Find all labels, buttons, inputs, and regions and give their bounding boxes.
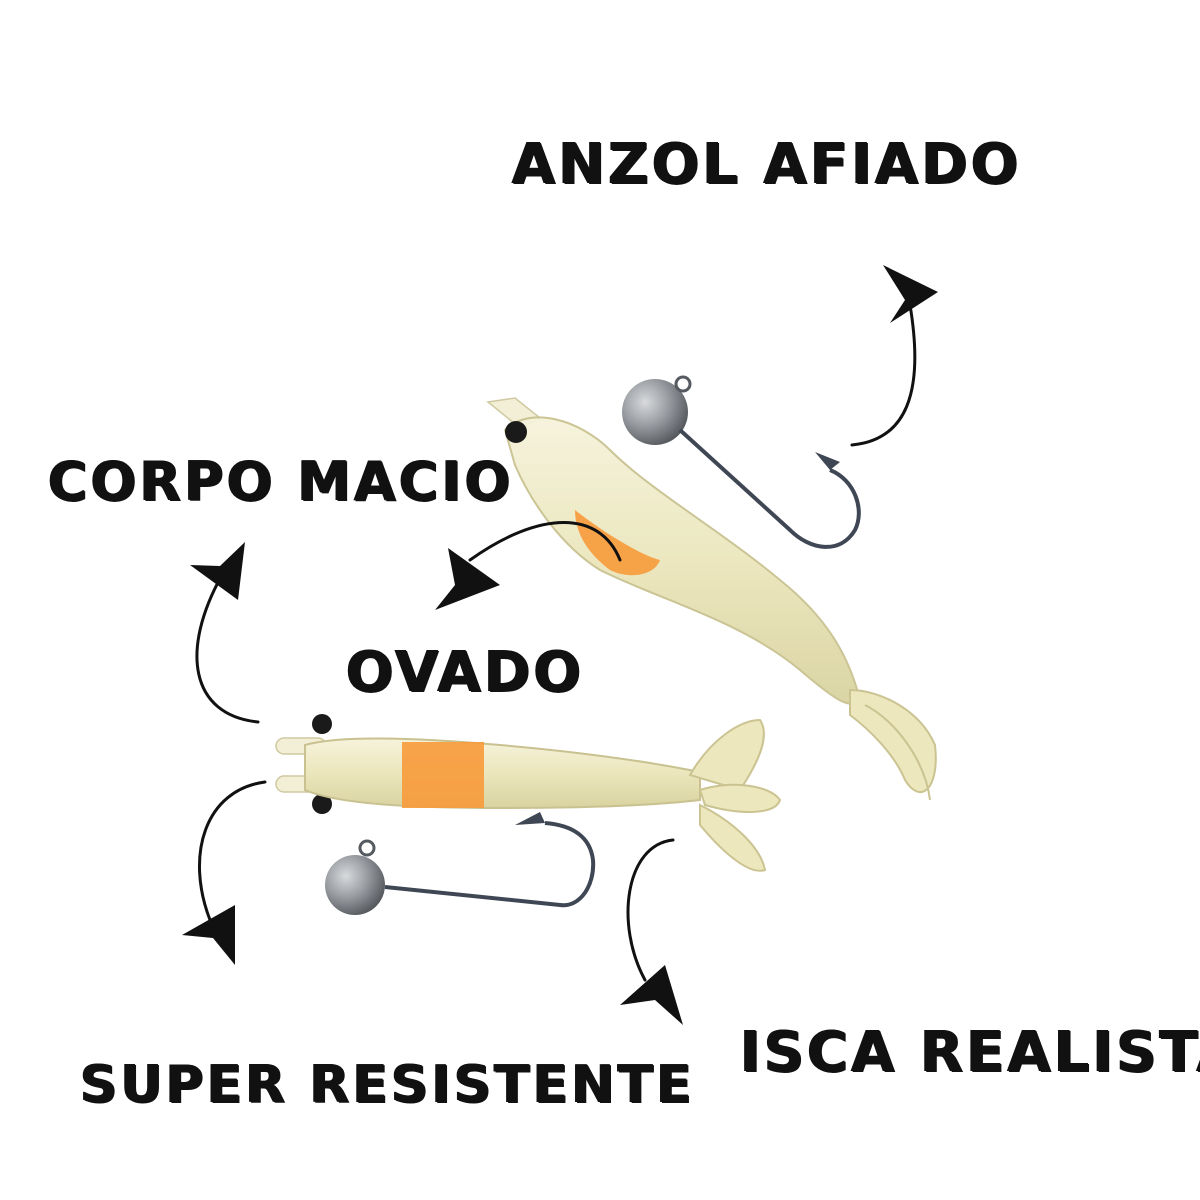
upper-hook (678, 428, 861, 549)
arrow-super (198, 780, 267, 922)
arrow-ovado (468, 521, 622, 562)
lower-shrimp-lure (275, 714, 782, 915)
label-egg: OVADO (346, 640, 585, 705)
arrowhead-super (182, 905, 235, 965)
arrow-anzol (850, 303, 917, 447)
label-super-resistant: SUPER RESISTENTE (80, 1055, 695, 1115)
arrow-isca (626, 838, 675, 982)
lower-eye-top (312, 714, 332, 734)
label-realistic-bait: ISCA REALISTA (740, 1020, 1200, 1085)
label-sharp-hook: ANZOL AFIADO (512, 132, 1022, 197)
lower-eye-bottom (312, 794, 332, 814)
arrow-corpo (195, 573, 260, 724)
lower-hook (384, 821, 596, 908)
lower-jig-head (325, 855, 385, 915)
arrowhead-ovado (435, 548, 500, 610)
arrowhead-anzol (883, 265, 938, 323)
arrowhead-isca (620, 965, 683, 1025)
upper-eye (505, 421, 527, 443)
upper-shrimp-lure (486, 375, 937, 801)
upper-jig-head (622, 379, 688, 445)
arrowhead-corpo (190, 542, 245, 600)
label-soft-body: CORPO MACIO (48, 450, 514, 513)
